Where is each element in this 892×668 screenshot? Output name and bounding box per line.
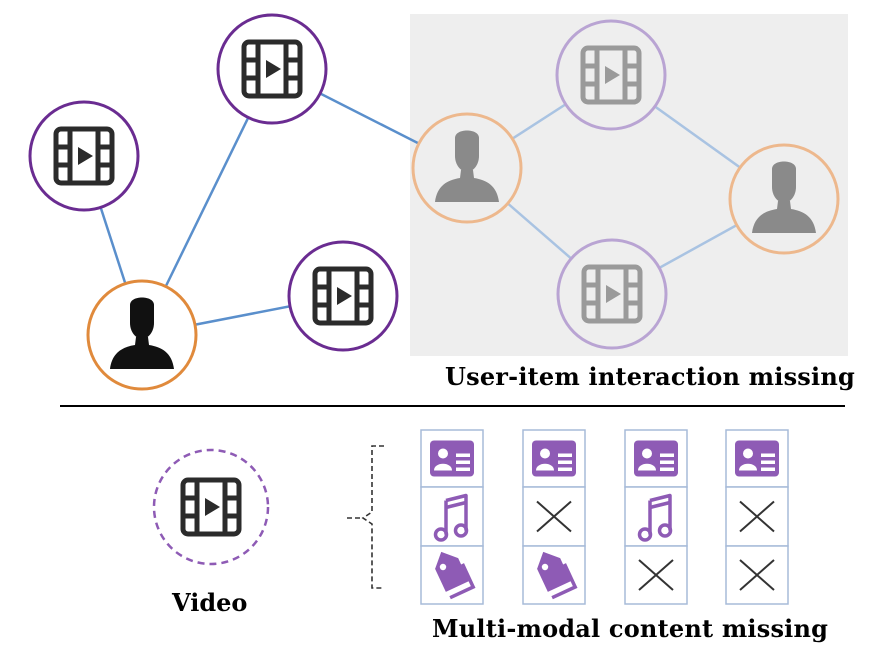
faded-video-node bbox=[556, 238, 668, 350]
video-node bbox=[287, 240, 399, 352]
faded-video-node bbox=[555, 19, 667, 131]
video-node bbox=[216, 13, 328, 125]
profile-card-icon bbox=[634, 440, 678, 477]
faded-user-node bbox=[411, 112, 523, 224]
profile-card-icon bbox=[735, 440, 779, 477]
user-node bbox=[86, 279, 198, 391]
faded-user-node bbox=[728, 143, 840, 255]
modality-table bbox=[420, 429, 789, 606]
bracket bbox=[347, 445, 384, 589]
profile-card-icon bbox=[532, 440, 576, 477]
content-missing-caption: Multi-modal content missing bbox=[432, 614, 829, 643]
video-node bbox=[28, 100, 140, 212]
interaction-missing-caption: User-item interaction missing bbox=[445, 362, 855, 391]
video-caption: Video bbox=[172, 588, 248, 617]
profile-card-icon bbox=[430, 440, 474, 477]
modality-cell bbox=[420, 486, 484, 547]
video-item-node bbox=[152, 448, 270, 566]
modality-cell bbox=[624, 486, 688, 547]
